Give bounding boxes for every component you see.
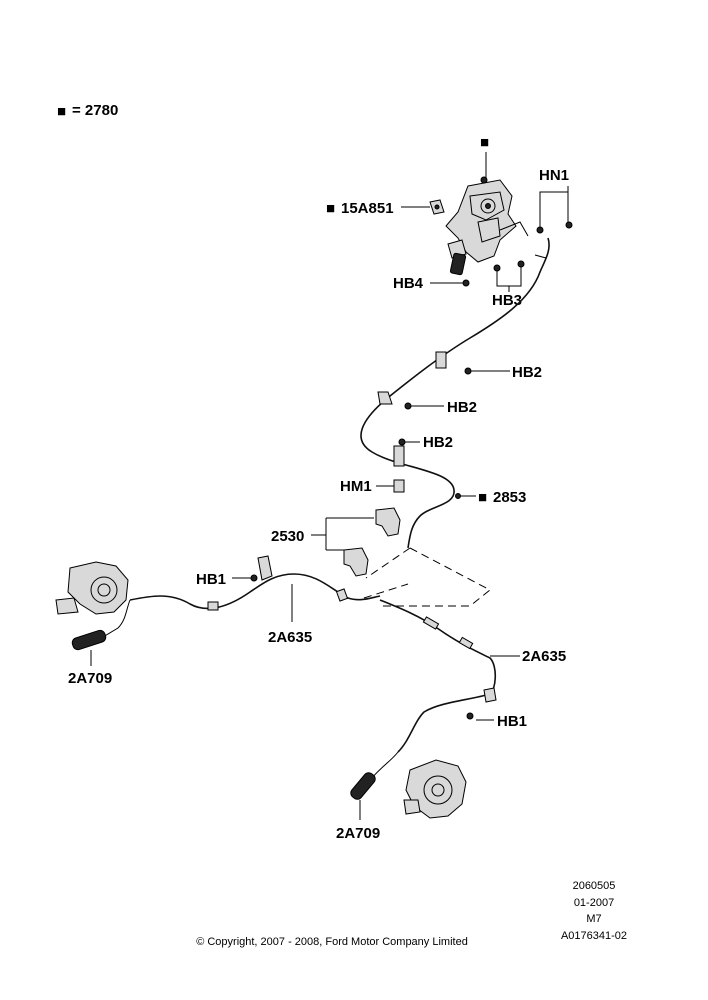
- rear-brake-shoe-left: [71, 629, 107, 651]
- copyright: © Copyright, 2007 - 2008, Ford Motor Com…: [196, 936, 468, 948]
- marker-2853: ■: [478, 489, 487, 506]
- cable-bracket-2: [377, 391, 393, 405]
- code-3: M7: [586, 913, 601, 925]
- lever-marker: ■: [480, 134, 489, 151]
- code-2: 01-2007: [574, 897, 614, 909]
- label-2A709-bottom: 2A709: [336, 825, 380, 842]
- switch-15A851: [429, 199, 445, 215]
- bracket-2530-lower: [343, 547, 369, 577]
- label-HB3: HB3: [492, 292, 522, 309]
- rear-knuckle-right: [403, 759, 467, 819]
- label-HB2-upper: HB2: [512, 364, 542, 381]
- label-2A635-right: 2A635: [522, 648, 566, 665]
- legend-marker: ■: [57, 103, 66, 120]
- code-4: A0176341-02: [561, 930, 627, 942]
- drawing-codes: 2060505 01-2007 M7 A0176341-02: [561, 880, 627, 942]
- bracket-2530-upper: [375, 507, 401, 537]
- label-15A851: 15A851: [341, 200, 394, 217]
- rear-knuckle-left: [55, 561, 129, 615]
- label-2853: 2853: [493, 489, 526, 506]
- label-2A709-left: 2A709: [68, 670, 112, 687]
- label-2A635-left: 2A635: [268, 629, 312, 646]
- label-HB1-right: HB1: [497, 713, 527, 730]
- legend-text: = 2780: [72, 102, 118, 119]
- cable-bracket-3: [393, 445, 405, 467]
- rear-brake-shoe-right: [350, 772, 376, 800]
- label-HB2-middle: HB2: [447, 399, 477, 416]
- label-HB4: HB4: [393, 275, 424, 292]
- marker-15A851: ■: [326, 200, 335, 217]
- label-HB1-left: HB1: [196, 571, 226, 588]
- parking-brake-lever-assembly: [445, 176, 529, 276]
- cable-bracket-1: [435, 351, 447, 369]
- label-2530: 2530: [271, 528, 304, 545]
- label-HB2-lower: HB2: [423, 434, 453, 451]
- label-HN1: HN1: [539, 167, 569, 184]
- label-HM1: HM1: [340, 478, 372, 495]
- legend: ■ = 2780: [57, 102, 118, 120]
- code-1: 2060505: [573, 880, 616, 892]
